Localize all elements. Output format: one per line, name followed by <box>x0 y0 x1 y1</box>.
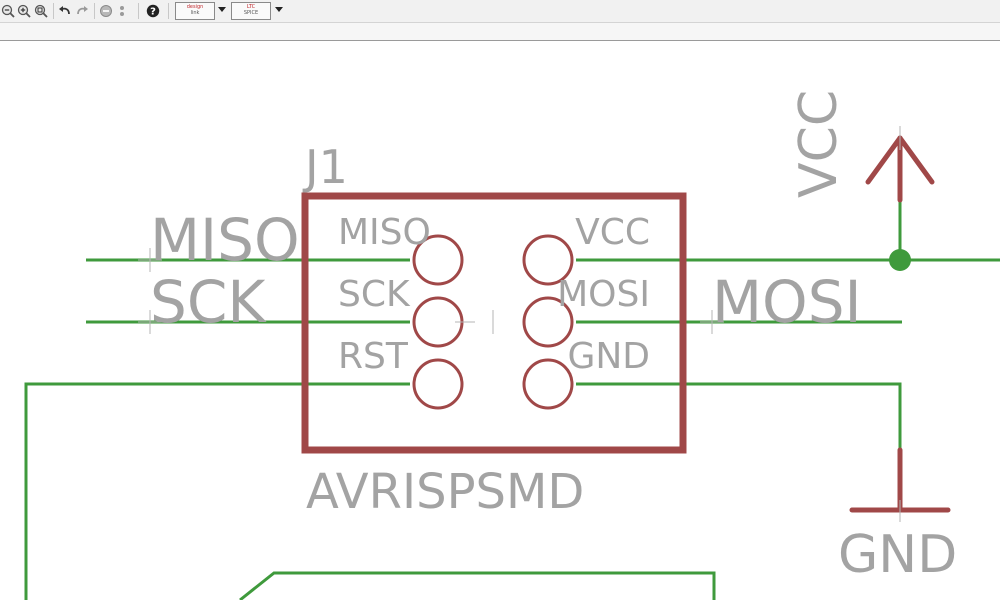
chevron-down-icon[interactable] <box>275 7 283 12</box>
redo-icon[interactable] <box>74 2 90 20</box>
zoom-in-icon[interactable] <box>16 2 32 20</box>
pin-pad-miso[interactable] <box>412 234 464 286</box>
connector-outline[interactable] <box>301 192 687 454</box>
ltspice-line2: SPICE <box>243 10 259 16</box>
undo-icon[interactable] <box>57 2 73 20</box>
supply-label-vcc[interactable]: VCC <box>789 90 849 198</box>
pin-pad-sck[interactable] <box>412 296 464 348</box>
stop-icon[interactable] <box>98 2 114 20</box>
pin-label-vcc: VCC <box>575 212 650 253</box>
pin-pad-gnd[interactable] <box>522 358 574 410</box>
toolbar-separator <box>94 3 95 19</box>
pin-pad-mosi[interactable] <box>522 296 574 348</box>
help-icon[interactable]: ? <box>145 2 161 20</box>
wire-rst[interactable] <box>24 382 410 600</box>
schematic-canvas[interactable]: J1 AVRISPSMD MISO SCK RST VCC MOSI GND M… <box>0 41 1000 600</box>
pin-label-sck: SCK <box>338 274 411 315</box>
toolbar-separator <box>53 3 54 19</box>
schematic-drawing[interactable]: J1 AVRISPSMD MISO SCK RST VCC MOSI GND M… <box>0 41 1000 600</box>
toolbar-separator <box>168 3 169 19</box>
pin-pad-vcc[interactable] <box>522 234 574 286</box>
part-value[interactable]: AVRISPSMD <box>306 464 584 520</box>
part-name[interactable]: J1 <box>302 140 348 194</box>
net-label-sck[interactable]: SCK <box>150 268 267 336</box>
toolbar-secondary <box>0 23 1000 41</box>
pin-pad-rst[interactable] <box>412 358 464 410</box>
supply-label-gnd[interactable]: GND <box>838 525 957 585</box>
pin-label-miso: MISO <box>338 212 431 253</box>
pin-label-mosi: MOSI <box>557 274 650 315</box>
design-link-line2: link <box>190 10 200 16</box>
zoom-out-icon[interactable] <box>0 2 16 20</box>
toolbar: ? design link LTC SPICE <box>0 0 1000 23</box>
ltspice-line1: LTC <box>246 4 256 10</box>
design-link-button[interactable]: design link <box>175 2 215 20</box>
junction-dot[interactable] <box>889 249 911 271</box>
svg-text:?: ? <box>150 7 156 18</box>
pin-label-gnd: GND <box>567 336 650 377</box>
design-link-line1: design <box>186 4 204 10</box>
zoom-select-icon[interactable] <box>33 2 49 20</box>
wire-gnd[interactable] <box>576 382 902 450</box>
net-label-miso[interactable]: MISO <box>150 206 300 274</box>
chevron-down-icon[interactable] <box>218 7 226 12</box>
more-icon[interactable] <box>116 2 128 20</box>
toolbar-separator <box>138 3 139 19</box>
origin-markers <box>138 126 901 522</box>
pin-label-rst: RST <box>338 336 409 377</box>
ltspice-button[interactable]: LTC SPICE <box>231 2 271 20</box>
wire-bottom[interactable] <box>239 571 716 600</box>
net-label-mosi[interactable]: MOSI <box>712 268 862 336</box>
